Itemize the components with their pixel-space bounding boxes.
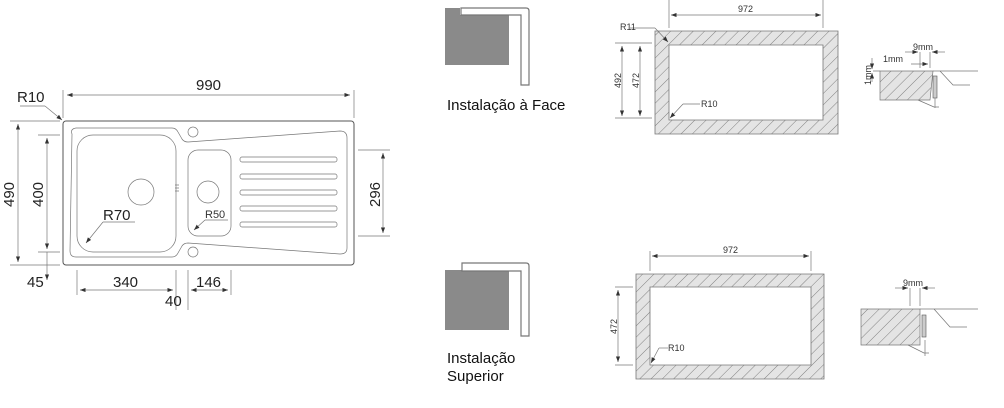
small-drain bbox=[196, 180, 220, 204]
sink-inner-outline bbox=[69, 127, 348, 258]
tap-hole-top bbox=[187, 126, 199, 138]
dim-490: 490 bbox=[1, 182, 18, 207]
flush-detail-9mm: 9mm bbox=[913, 42, 933, 52]
main-drain bbox=[127, 178, 155, 206]
flush-detail-section: 9mm 1mm 1mm bbox=[863, 42, 978, 108]
dim-45: 45 bbox=[27, 274, 44, 291]
top-install-label-line1: Instalação bbox=[447, 350, 515, 367]
dim-40: 40 bbox=[165, 293, 182, 310]
top-detail-section: 9mm bbox=[860, 278, 978, 356]
top-dim-472: 472 bbox=[609, 319, 619, 334]
top-install-label-line2: Superior bbox=[447, 368, 504, 385]
flush-detail-1mm-h: 1mm bbox=[883, 54, 903, 64]
top-install-icon bbox=[445, 262, 530, 337]
dim-296: 296 bbox=[367, 182, 384, 207]
flush-detail-1mm-v: 1mm bbox=[863, 65, 873, 85]
small-bowl bbox=[187, 149, 232, 237]
sink-plan: R10 990 490 400 45 296 340 40 146 R70 R5… bbox=[1, 77, 390, 310]
flush-dim-972: 972 bbox=[738, 4, 753, 14]
dim-r50: R50 bbox=[205, 209, 225, 221]
top-detail-9mm: 9mm bbox=[903, 278, 923, 288]
dim-400: 400 bbox=[30, 182, 47, 207]
dim-r10: R10 bbox=[17, 89, 45, 106]
flush-dim-492: 492 bbox=[613, 73, 623, 88]
tap-hole-bottom bbox=[187, 246, 199, 258]
flush-dim-r10: R10 bbox=[701, 99, 718, 109]
top-install: Instalação Superior 972 472 R10 9mm bbox=[445, 245, 978, 385]
main-bowl bbox=[76, 134, 177, 253]
flush-install-icon bbox=[445, 7, 530, 86]
sink-outline bbox=[62, 120, 355, 266]
flush-install: Instalação à Face 972 492 472 R11 R10 bbox=[445, 0, 978, 135]
top-dim-972: 972 bbox=[723, 245, 738, 255]
flush-dim-472: 472 bbox=[631, 73, 641, 88]
flush-install-label: Instalação à Face bbox=[447, 97, 565, 114]
dim-990: 990 bbox=[196, 77, 221, 94]
dim-146: 146 bbox=[196, 274, 221, 291]
dim-r70: R70 bbox=[103, 207, 131, 224]
drainer-grooves bbox=[239, 156, 338, 228]
top-dim-r10: R10 bbox=[668, 343, 685, 353]
dim-340: 340 bbox=[113, 274, 138, 291]
top-cutout bbox=[635, 273, 825, 380]
flush-cutout bbox=[654, 30, 839, 135]
flush-dim-r11: R11 bbox=[620, 22, 636, 32]
